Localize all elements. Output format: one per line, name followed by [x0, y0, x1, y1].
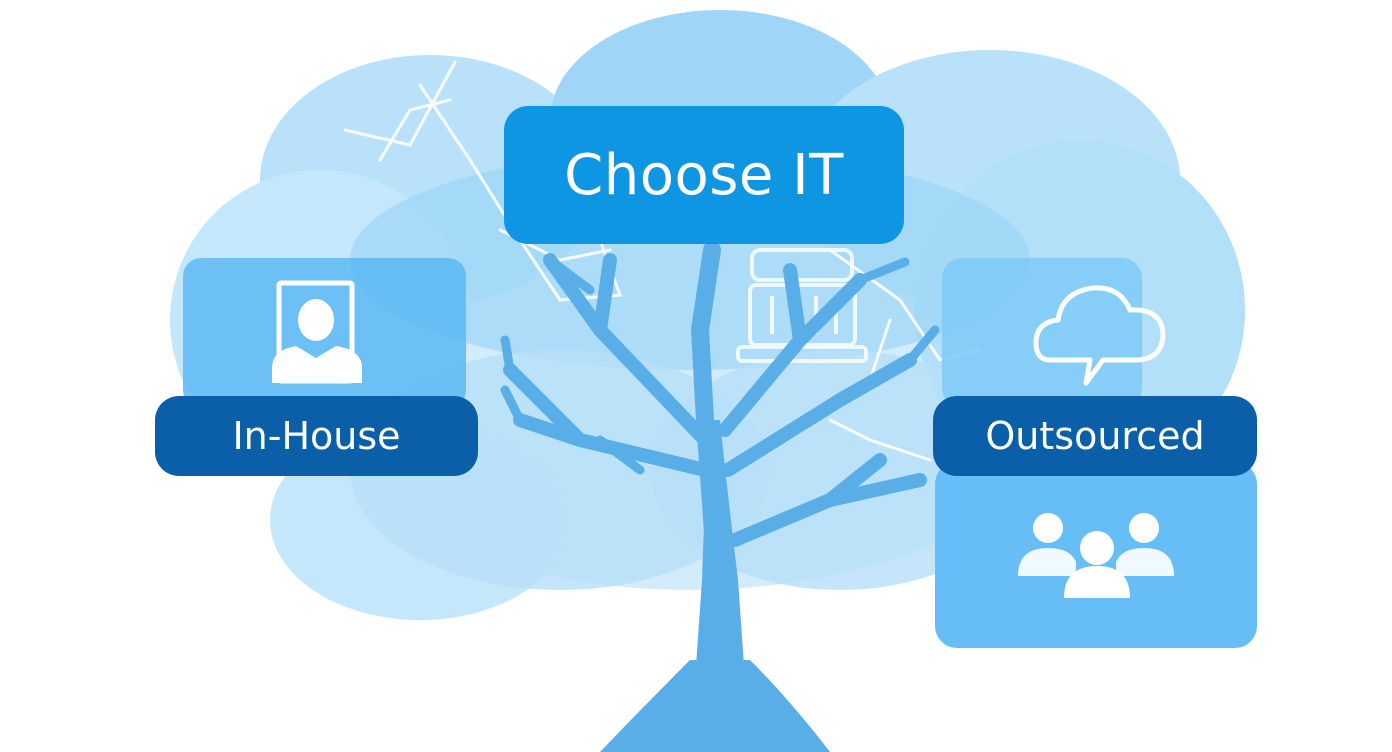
- outsourced-label: Outsourced: [933, 396, 1257, 476]
- team-group-icon: [1018, 513, 1174, 598]
- inhouse-label: In-House: [155, 396, 478, 476]
- title-box: Choose IT: [504, 106, 904, 244]
- person-portrait-icon: [272, 280, 362, 384]
- outsourced-panel-top: [942, 258, 1142, 408]
- cloud-chat-icon: [1033, 285, 1166, 386]
- tree-icon: [500, 241, 940, 752]
